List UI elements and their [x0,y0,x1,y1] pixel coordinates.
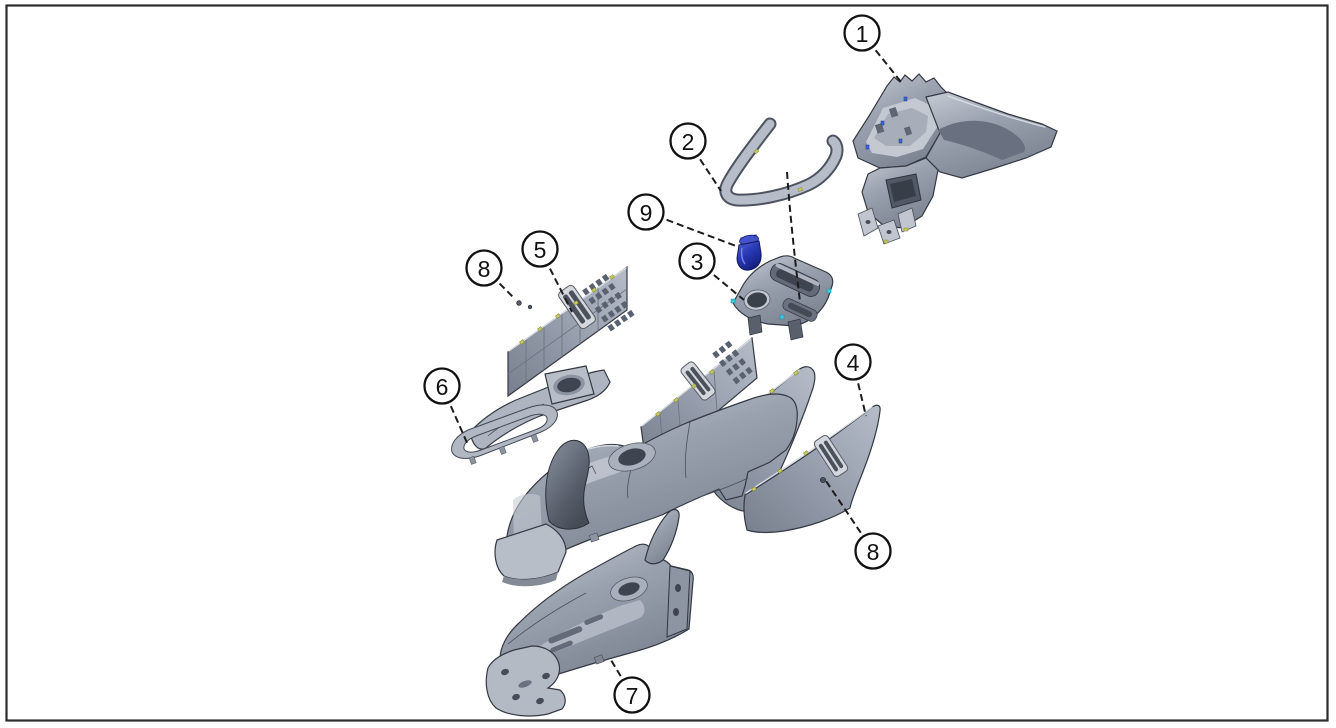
part-console-lower-bracket [485,508,694,717]
callout-circle [465,249,503,287]
callout-circle [843,14,881,52]
part-shifter-bezel-ring [719,117,844,207]
callout-7-console-lower-bracket: 7 [613,676,651,714]
part-screw-left [516,300,533,310]
part-screw-right [820,476,827,483]
callout-8-screw: 8 [465,249,503,287]
figure-border [5,4,1329,722]
callout-circle [627,193,665,231]
callout-5-console-side-panel-left: 5 [521,230,559,268]
callout-circle [678,242,716,280]
callouts-layer: 1 2 9 3 5 8 6 4 8 7 [423,14,892,714]
part-console-side-panel-left [507,265,635,398]
callout-number: 2 [682,129,695,155]
callout-number: 3 [691,249,704,275]
callout-2-shifter-bezel-ring: 2 [669,122,707,160]
callout-circle [423,367,461,405]
callout-number: 1 [856,21,869,47]
callout-circle [669,122,707,160]
assembly-axis-dashed-line [786,171,801,303]
leader-shifter-surround-panel [696,260,745,301]
callout-4-console-side-panel-right: 4 [834,343,872,381]
part-boot-retaining-frame [451,404,558,465]
callout-number: 4 [847,350,860,376]
part-retainer-clip-blue [736,234,762,271]
callout-circle [854,532,892,570]
leader-console-side-panel-right [852,361,867,417]
part-console-side-panel-right [743,404,881,533]
part-console-main-body [494,393,798,587]
callout-number: 8 [478,256,491,282]
callout-number: 9 [640,200,653,226]
callout-1-console-top-finish-panel: 1 [843,14,881,52]
callout-number: 8 [867,539,880,565]
callout-number: 5 [534,237,547,263]
callout-circle [834,343,872,381]
callout-8-screw: 8 [854,532,892,570]
callout-number: 7 [626,683,639,709]
callout-9-retainer-clip-blue: 9 [627,193,665,231]
leader-screw [483,267,516,300]
callout-circle [521,230,559,268]
callout-number: 6 [436,374,449,400]
callout-3-shifter-surround-panel: 3 [678,242,716,280]
part-console-top-finish-panel [852,73,1058,245]
callout-6-boot-retaining-frame: 6 [423,367,461,405]
leader-shifter-bezel-ring [687,140,722,192]
callout-circle [613,676,651,714]
